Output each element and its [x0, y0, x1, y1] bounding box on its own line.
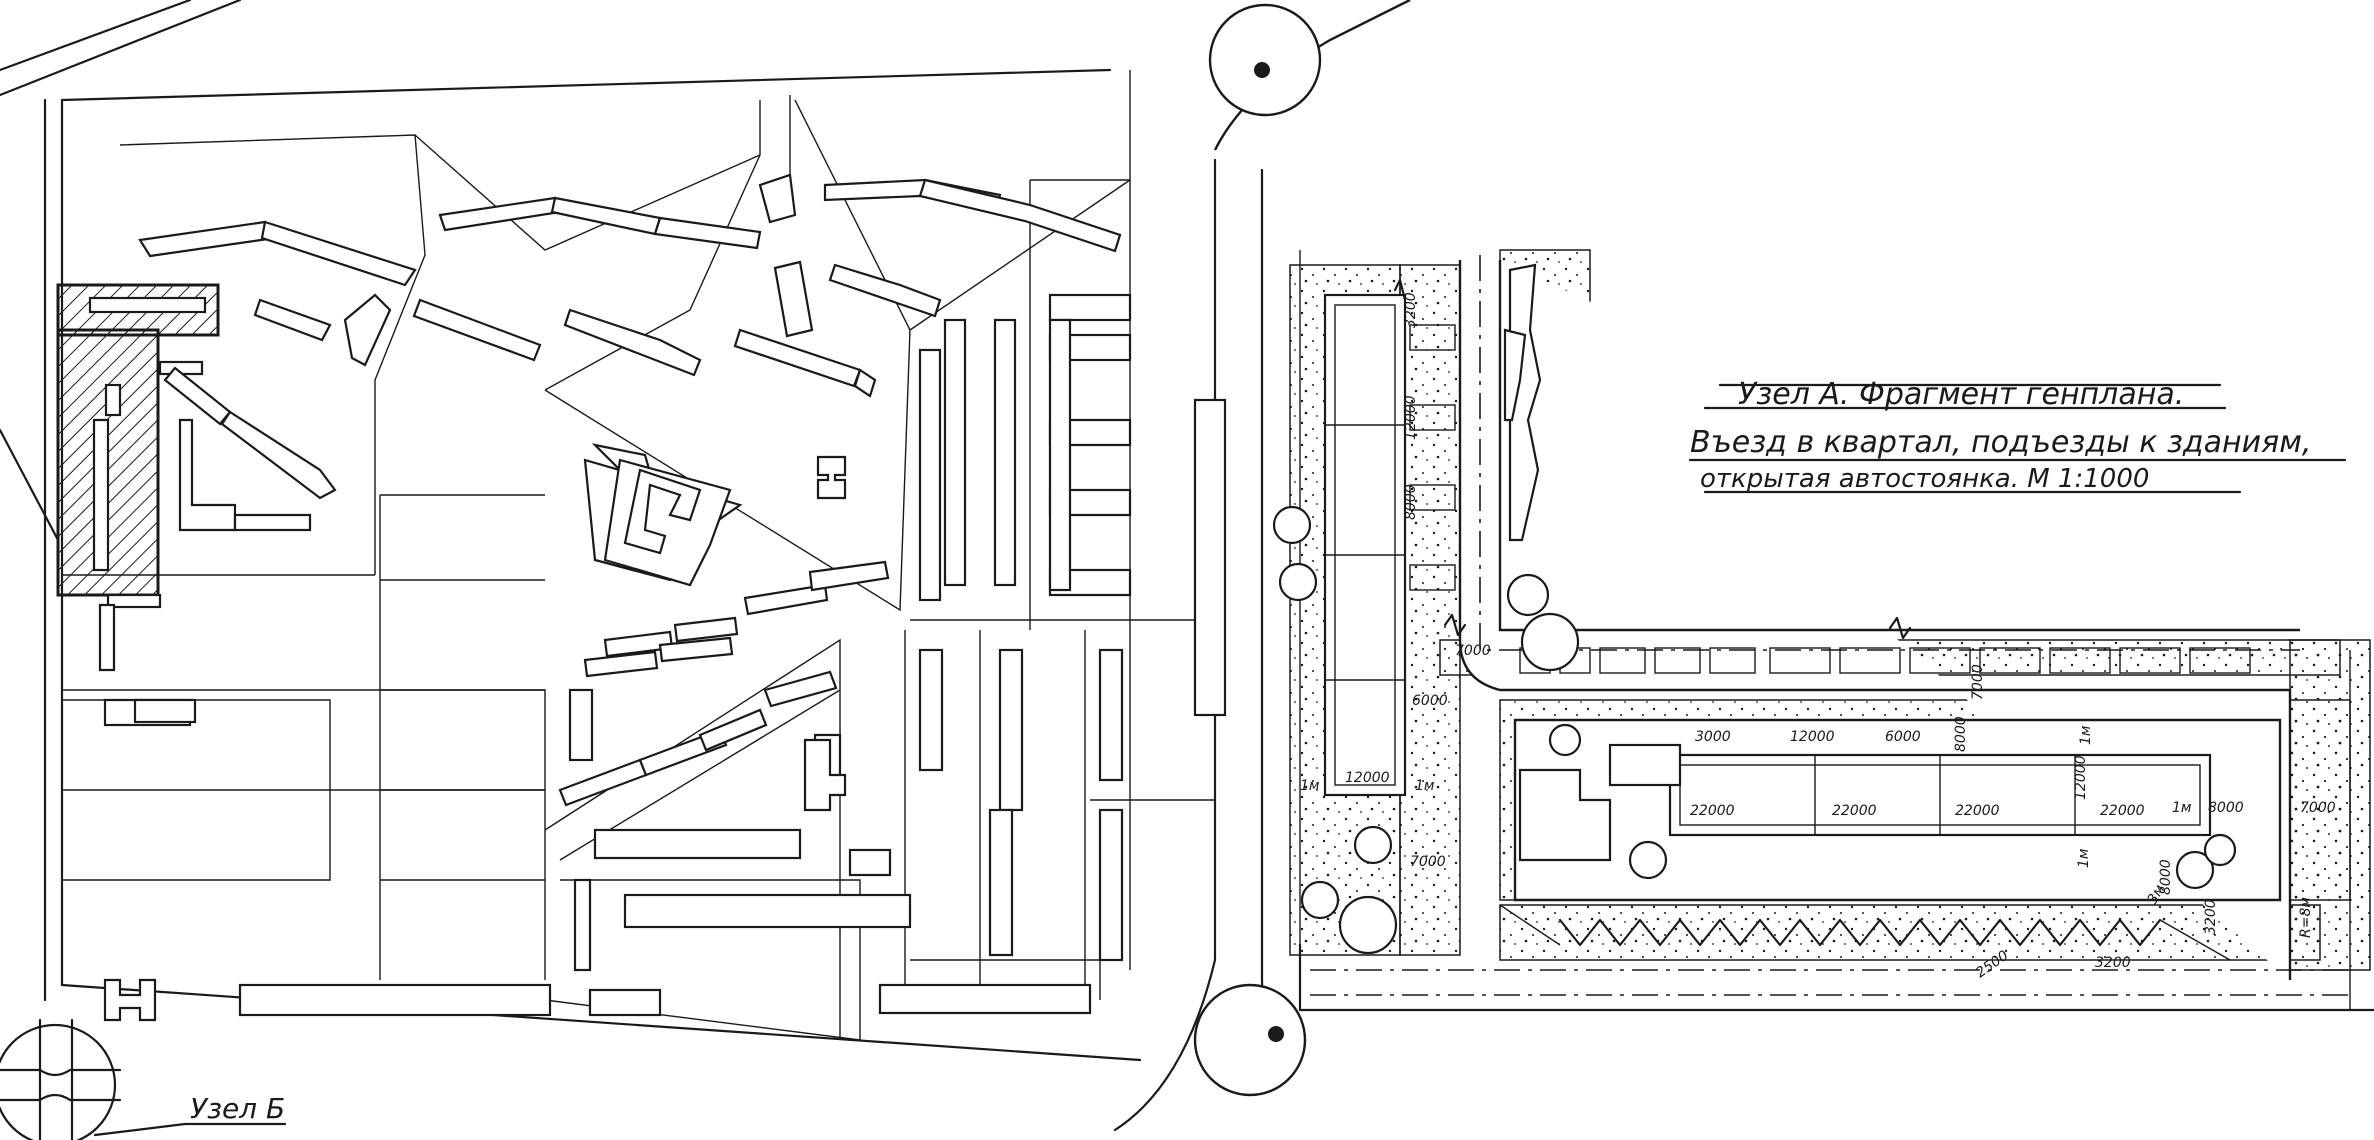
svg-text:6000: 6000 [1412, 693, 1448, 709]
svg-text:8000: 8000 [2208, 800, 2244, 816]
svg-text:7000: 7000 [1410, 854, 1446, 870]
svg-text:1м: 1м [2076, 848, 2092, 868]
node-b-circle [0, 1023, 117, 1140]
svg-text:3200: 3200 [2095, 955, 2131, 971]
svg-text:R=8м: R=8м [2298, 897, 2314, 938]
svg-text:1м: 1м [2078, 725, 2094, 745]
svg-text:7000: 7000 [2300, 800, 2336, 816]
svg-text:6000: 6000 [1885, 729, 1921, 745]
svg-text:8000: 8000 [2158, 859, 2174, 895]
roundabout-south [1193, 983, 1307, 1097]
svg-text:12000: 12000 [1403, 395, 1419, 440]
svg-text:12000: 12000 [2073, 755, 2089, 800]
svg-text:12000: 12000 [1345, 770, 1390, 786]
svg-text:3200: 3200 [1403, 292, 1419, 328]
svg-text:12000: 12000 [1790, 729, 1835, 745]
building-vertical [1323, 293, 1407, 797]
residential-buildings [98, 173, 1227, 1022]
svg-text:22000: 22000 [1955, 803, 2000, 819]
title-line-2: Въезд в квартал, подъезды к зданиям, [1690, 425, 2311, 460]
title-line-1: Узел А. Фрагмент генплана. [1738, 377, 2184, 412]
svg-text:3000: 3000 [1695, 729, 1731, 745]
roundabout-north [1208, 3, 1322, 117]
trees [1272, 263, 2237, 955]
svg-text:1м: 1м [1415, 778, 1435, 794]
svg-text:1м: 1м [1300, 778, 1320, 794]
svg-text:8000: 8000 [1953, 716, 1969, 752]
svg-text:7000: 7000 [1455, 643, 1491, 659]
node-b-label: Узел Б [190, 1092, 285, 1125]
node-a-detail: Узел А. Фрагмент генплана. Въезд в кварт… [1272, 249, 2374, 1012]
svg-text:22000: 22000 [2100, 803, 2145, 819]
svg-text:1м: 1м [2172, 800, 2192, 816]
svg-text:7000: 7000 [1970, 664, 1986, 700]
svg-text:3200: 3200 [2203, 899, 2219, 935]
title-line-3: открытая автостоянка. М 1:1000 [1700, 464, 2149, 494]
svg-text:22000: 22000 [1690, 803, 1735, 819]
svg-text:22000: 22000 [1832, 803, 1877, 819]
district-plan [0, 0, 1411, 1140]
svg-text:8000: 8000 [1403, 484, 1419, 520]
parking-stalls [1558, 918, 2162, 947]
